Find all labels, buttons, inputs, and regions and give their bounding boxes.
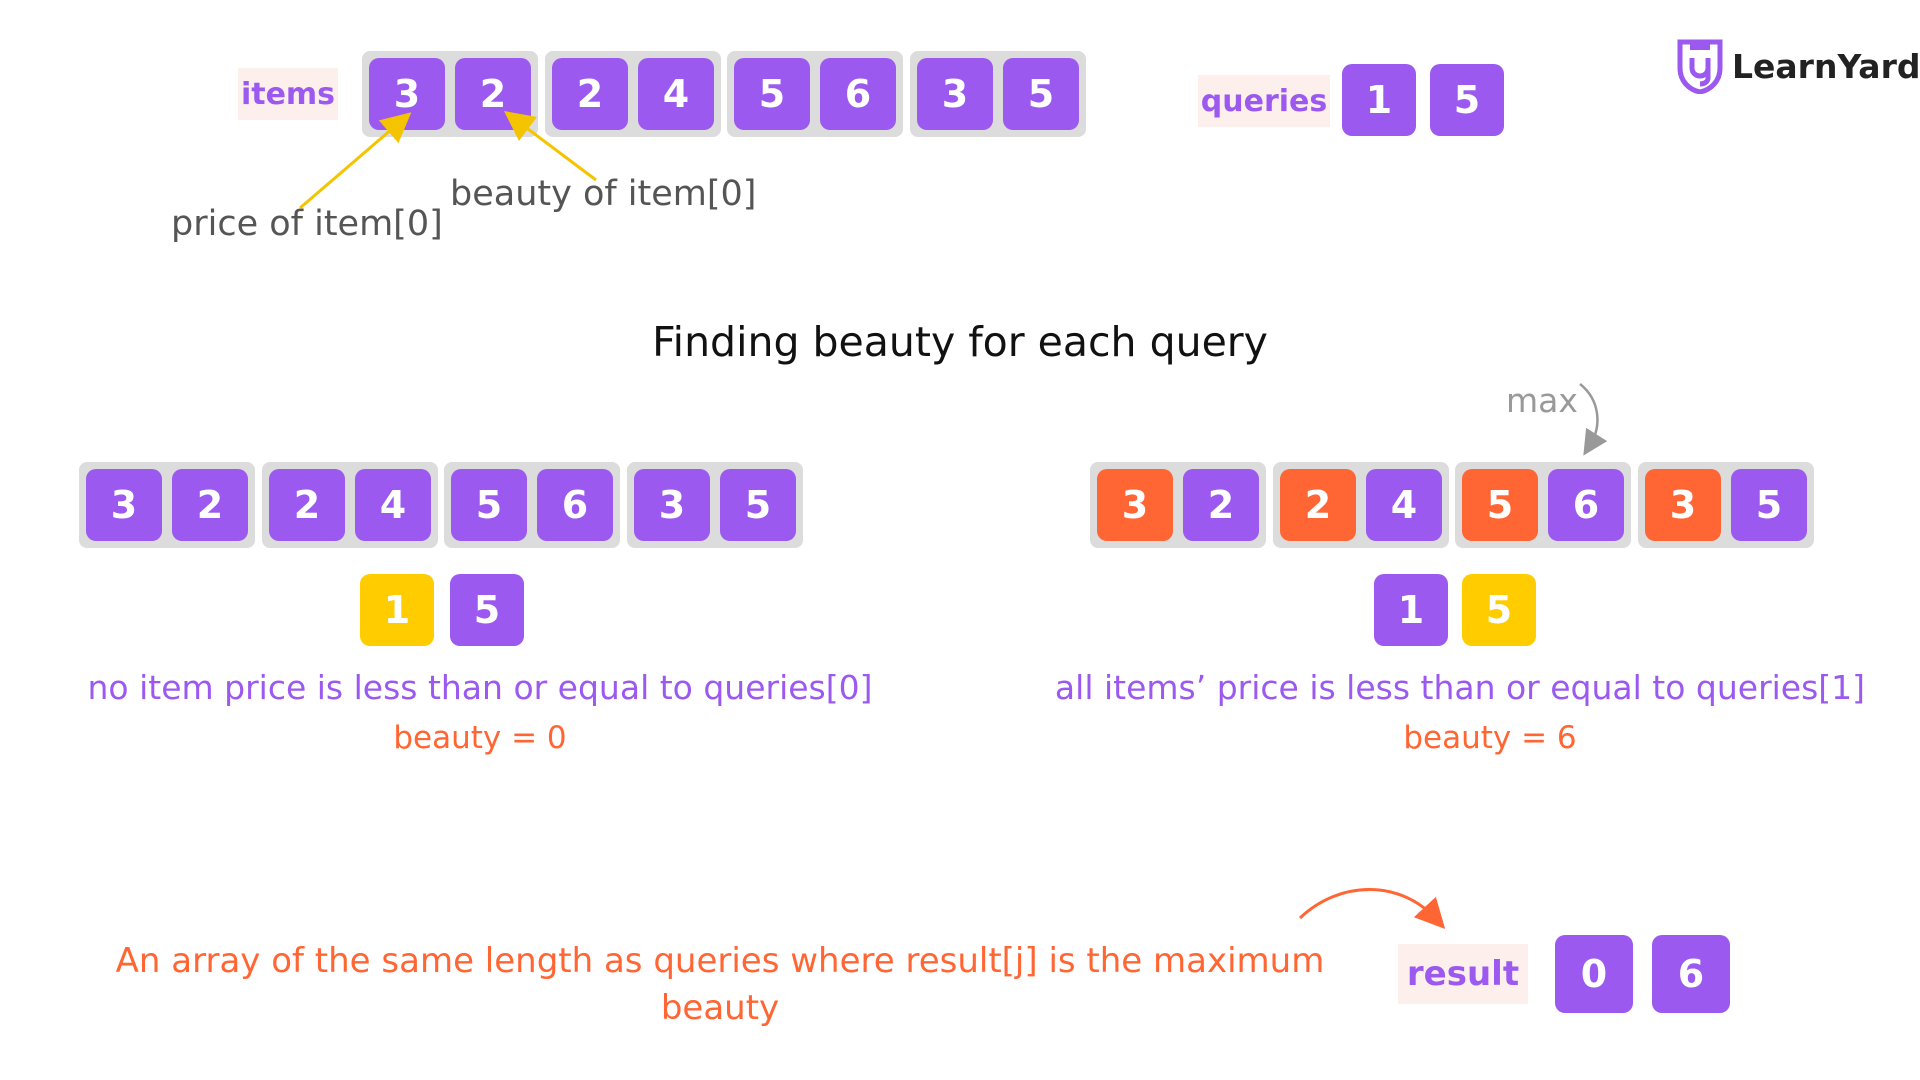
top-item-1-beauty: 4 [638, 58, 714, 130]
right-caption: all items’ price is less than or equal t… [1054, 668, 1866, 707]
max-arrow [1579, 383, 1608, 456]
top-item-0-beauty: 2 [455, 58, 531, 130]
left-item-pair-2: 5 6 [444, 462, 620, 548]
result-value-0: 0 [1555, 935, 1633, 1013]
left-item-0-price: 3 [86, 469, 162, 541]
right-item-0-price: 3 [1097, 469, 1173, 541]
left-caption: no item price is less than or equal to q… [87, 668, 873, 707]
right-item-2-beauty: 6 [1548, 469, 1624, 541]
right-item-1-beauty: 4 [1366, 469, 1442, 541]
max-label: max [1506, 381, 1578, 420]
left-item-pair-3: 3 5 [627, 462, 803, 548]
right-item-pair-1: 2 4 [1273, 462, 1449, 548]
left-item-3-beauty: 5 [720, 469, 796, 541]
left-item-pair-1: 2 4 [262, 462, 438, 548]
right-item-0-beauty: 2 [1183, 469, 1259, 541]
items-label: items [238, 68, 338, 120]
right-result-text: beauty = 6 [1403, 720, 1577, 756]
beauty-annotation: beauty of item[0] [450, 174, 757, 214]
right-item-pair-0: 3 2 [1090, 462, 1266, 548]
right-item-3-price: 3 [1645, 469, 1721, 541]
top-item-pair-1: 2 4 [545, 51, 721, 137]
left-item-2-beauty: 6 [537, 469, 613, 541]
top-item-1-price: 2 [552, 58, 628, 130]
left-query-1: 5 [450, 574, 524, 646]
queries-label: queries [1198, 75, 1330, 127]
right-query-1-highlighted: 5 [1462, 574, 1536, 646]
right-item-2-price: 5 [1462, 469, 1538, 541]
top-item-3-beauty: 5 [1003, 58, 1079, 130]
top-item-pair-2: 5 6 [727, 51, 903, 137]
left-item-2-price: 5 [451, 469, 527, 541]
result-arrow [1298, 888, 1446, 930]
result-value-1: 6 [1652, 935, 1730, 1013]
right-query-0: 1 [1374, 574, 1448, 646]
top-query-0: 1 [1342, 64, 1416, 136]
learnyard-shield-icon [1677, 39, 1723, 94]
top-item-pair-0: 3 2 [362, 51, 538, 137]
top-item-2-beauty: 6 [820, 58, 896, 130]
left-item-pair-0: 3 2 [79, 462, 255, 548]
top-item-3-price: 3 [917, 58, 993, 130]
left-item-3-price: 3 [634, 469, 710, 541]
result-label: result [1398, 944, 1528, 1004]
left-result-text: beauty = 0 [393, 720, 567, 756]
top-item-pair-3: 3 5 [910, 51, 1086, 137]
right-item-1-price: 2 [1280, 469, 1356, 541]
price-annotation: price of item[0] [171, 204, 443, 244]
result-description: An array of the same length as queries w… [115, 941, 1325, 1028]
top-query-1: 5 [1430, 64, 1504, 136]
page-heading: Finding beauty for each query [652, 318, 1268, 366]
left-item-1-price: 2 [269, 469, 345, 541]
right-item-3-beauty: 5 [1731, 469, 1807, 541]
left-item-0-beauty: 2 [172, 469, 248, 541]
top-item-2-price: 5 [734, 58, 810, 130]
learnyard-logo: LearnYard [1676, 38, 1920, 94]
right-item-pair-3: 3 5 [1638, 462, 1814, 548]
top-item-0-price: 3 [369, 58, 445, 130]
right-item-pair-2: 5 6 [1455, 462, 1631, 548]
left-query-0-highlighted: 1 [360, 574, 434, 646]
left-item-1-beauty: 4 [355, 469, 431, 541]
brand-name: LearnYard [1732, 46, 1920, 86]
